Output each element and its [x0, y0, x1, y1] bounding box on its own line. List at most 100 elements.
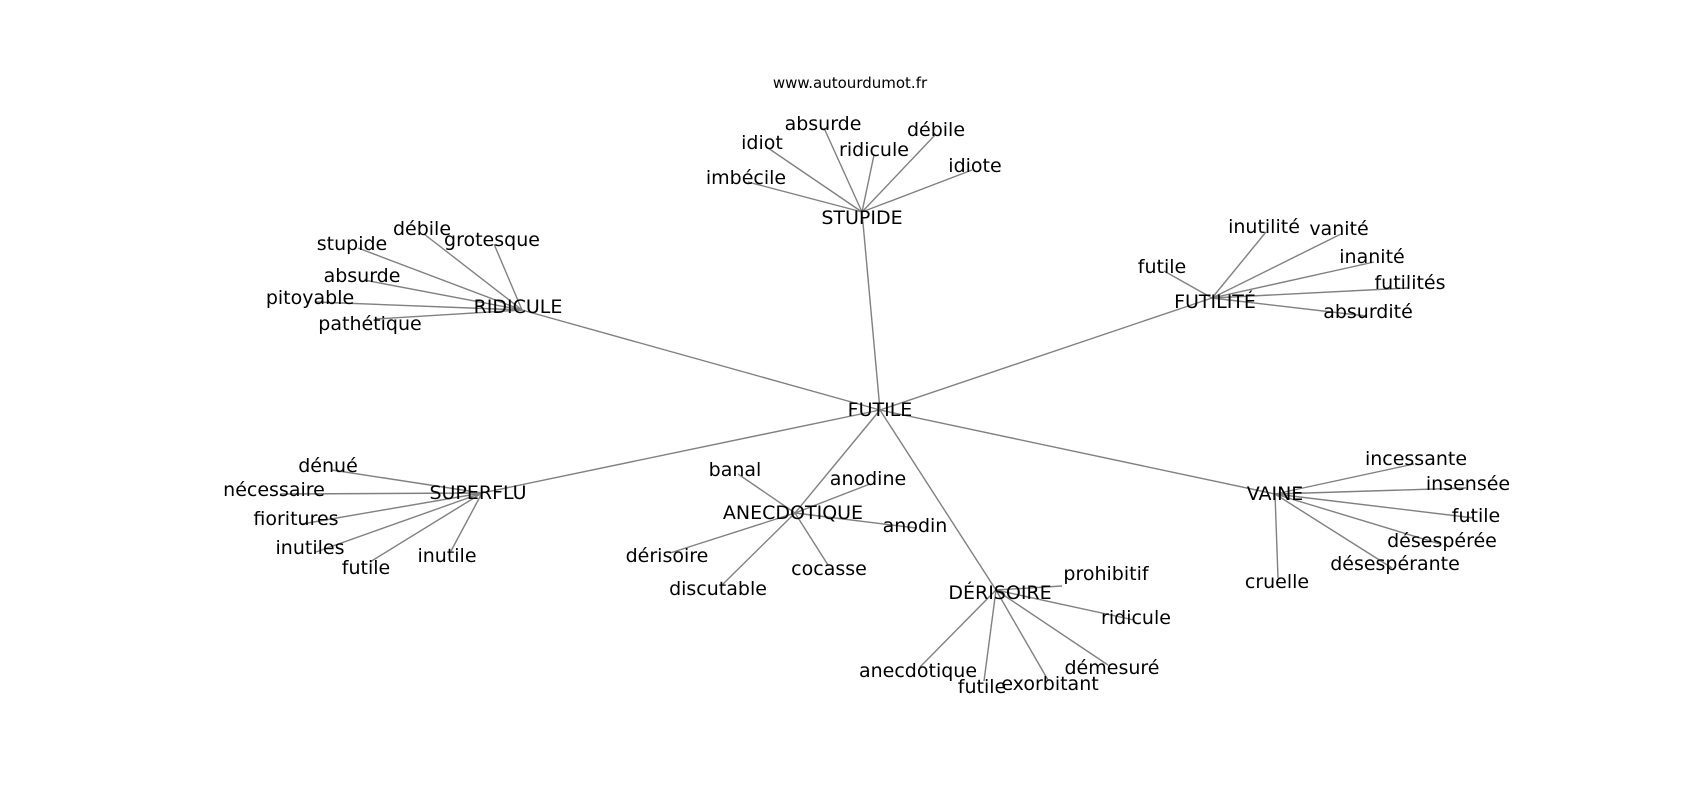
leaf-node-label: débile	[907, 119, 965, 141]
edge-hub-to-leaf	[995, 589, 1049, 681]
edge-hub-to-leaf	[301, 492, 483, 525]
leaf-node-label: futile	[958, 676, 1006, 698]
leaf-node-label: anodine	[830, 468, 906, 490]
leaf-node-label: débile	[393, 218, 451, 240]
leaf-node-label: démesuré	[1065, 657, 1160, 679]
edge-hub-to-leaf	[919, 589, 997, 668]
edge-hub-to-leaf	[357, 247, 523, 311]
edge-hub-to-leaf	[861, 154, 875, 213]
leaf-node-label: exorbitant	[1001, 673, 1098, 695]
leaf-node-label: discutable	[669, 578, 767, 600]
leaf-node-label: ridicule	[1101, 607, 1171, 629]
leaf-node-label: banal	[709, 459, 762, 481]
leaf-node-label: inutilité	[1228, 216, 1300, 238]
edge-hub-to-leaf	[315, 492, 483, 553]
edge-root-to-hub	[861, 211, 881, 411]
hub-node-label: VAINE	[1247, 483, 1304, 505]
leaf-node-label: inutile	[417, 545, 476, 567]
edge-hub-to-leaf	[450, 492, 483, 552]
leaf-node-label: dénué	[298, 455, 358, 477]
edge-hub-to-leaf	[1211, 261, 1375, 299]
edge-hub-to-leaf	[493, 243, 523, 311]
edge-root-to-hub	[879, 409, 997, 591]
edge-hub-to-leaf	[1274, 487, 1467, 495]
leaf-node-label: cocasse	[791, 558, 867, 580]
edge-hub-to-leaf	[737, 473, 796, 514]
edge-hub-to-leaf	[995, 585, 1063, 591]
site-url: www.autourdumot.fr	[773, 74, 928, 92]
leaf-node-label: absurde	[324, 265, 401, 287]
edge-hub-to-leaf	[995, 589, 1135, 621]
edge-hub-to-leaf	[861, 169, 973, 213]
edge-hub-to-leaf	[1211, 231, 1267, 299]
leaf-node-label: inutiles	[276, 537, 345, 559]
leaf-node-label: idiot	[741, 132, 783, 154]
graph-edges	[279, 127, 1475, 682]
leaf-node-label: insensée	[1426, 473, 1510, 495]
edge-hub-to-leaf	[767, 147, 863, 213]
leaf-node-label: désespérante	[1330, 553, 1460, 575]
edge-hub-to-leaf	[1274, 493, 1441, 545]
edge-hub-to-leaf	[1163, 270, 1213, 299]
edge-hub-to-leaf	[369, 492, 483, 563]
leaf-node-label: pathétique	[318, 313, 421, 335]
edge-hub-to-leaf	[669, 512, 796, 554]
edge-hub-to-leaf	[721, 512, 796, 586]
edge-hub-to-leaf	[1274, 463, 1415, 495]
leaf-node-label: futile	[1452, 505, 1500, 527]
edge-hub-to-leaf	[747, 181, 863, 213]
hub-node-label: ANECDOTIQUE	[723, 502, 863, 524]
edge-hub-to-leaf	[279, 492, 483, 495]
edge-hub-to-leaf	[823, 127, 863, 213]
leaf-node-label: stupide	[317, 233, 387, 255]
edge-hub-to-leaf	[861, 133, 937, 213]
hub-node-label: DÉRISOIRE	[948, 581, 1051, 604]
leaf-node-label: désespérée	[1387, 530, 1497, 552]
leaf-node-label: cruelle	[1245, 571, 1309, 593]
leaf-node-label: vanité	[1309, 218, 1368, 240]
edge-hub-to-leaf	[1211, 233, 1342, 299]
edge-hub-to-leaf	[1211, 297, 1367, 317]
edge-hub-to-leaf	[331, 469, 483, 494]
edge-hub-to-leaf	[794, 512, 917, 529]
edge-hub-to-leaf	[1274, 493, 1393, 569]
hub-node-label: RIDICULE	[474, 296, 563, 318]
edge-hub-to-leaf	[315, 301, 523, 311]
leaf-node-label: incessante	[1365, 448, 1467, 470]
leaf-node-label: fioritures	[253, 508, 338, 530]
leaf-node-label: absurde	[785, 113, 862, 135]
edge-root-to-hub	[521, 309, 881, 411]
edge-hub-to-leaf	[363, 279, 523, 311]
leaf-node-label: idiote	[948, 155, 1001, 177]
edge-hub-to-leaf	[1274, 493, 1279, 579]
hub-node-label: STUPIDE	[821, 207, 902, 229]
edge-root-to-hub	[794, 409, 881, 514]
edge-hub-to-leaf	[794, 512, 829, 566]
leaf-node-label: prohibitif	[1063, 563, 1149, 585]
hub-node-label: SUPERFLU	[429, 482, 526, 504]
leaf-node-label: futile	[1138, 256, 1186, 278]
leaf-node-label: dérisoire	[626, 545, 709, 567]
root-node-label: FUTILE	[848, 399, 913, 421]
leaf-node-label: anodin	[883, 515, 948, 537]
edge-hub-to-leaf	[1211, 287, 1409, 299]
hub-node-label: FUTILITÉ	[1174, 290, 1256, 313]
leaf-node-label: grotesque	[444, 229, 540, 251]
leaf-node-label: futile	[342, 557, 390, 579]
edge-root-to-hub	[879, 297, 1213, 411]
graph-nodes: imbécileidiotabsurderidiculedébileidiote…	[223, 113, 1510, 698]
edge-root-to-hub	[879, 409, 1276, 495]
edge-root-to-hub	[481, 409, 881, 494]
edge-hub-to-leaf	[1274, 493, 1475, 519]
edge-hub-to-leaf	[375, 309, 523, 320]
leaf-node-label: imbécile	[706, 167, 786, 189]
leaf-node-label: nécessaire	[223, 479, 325, 501]
edge-hub-to-leaf	[995, 589, 1109, 666]
edge-hub-to-leaf	[423, 233, 523, 311]
leaf-node-label: absurdité	[1323, 301, 1413, 323]
edge-hub-to-leaf	[983, 589, 997, 682]
leaf-node-label: ridicule	[839, 139, 909, 161]
edge-hub-to-leaf	[794, 483, 871, 514]
leaf-node-label: inanité	[1339, 246, 1404, 268]
